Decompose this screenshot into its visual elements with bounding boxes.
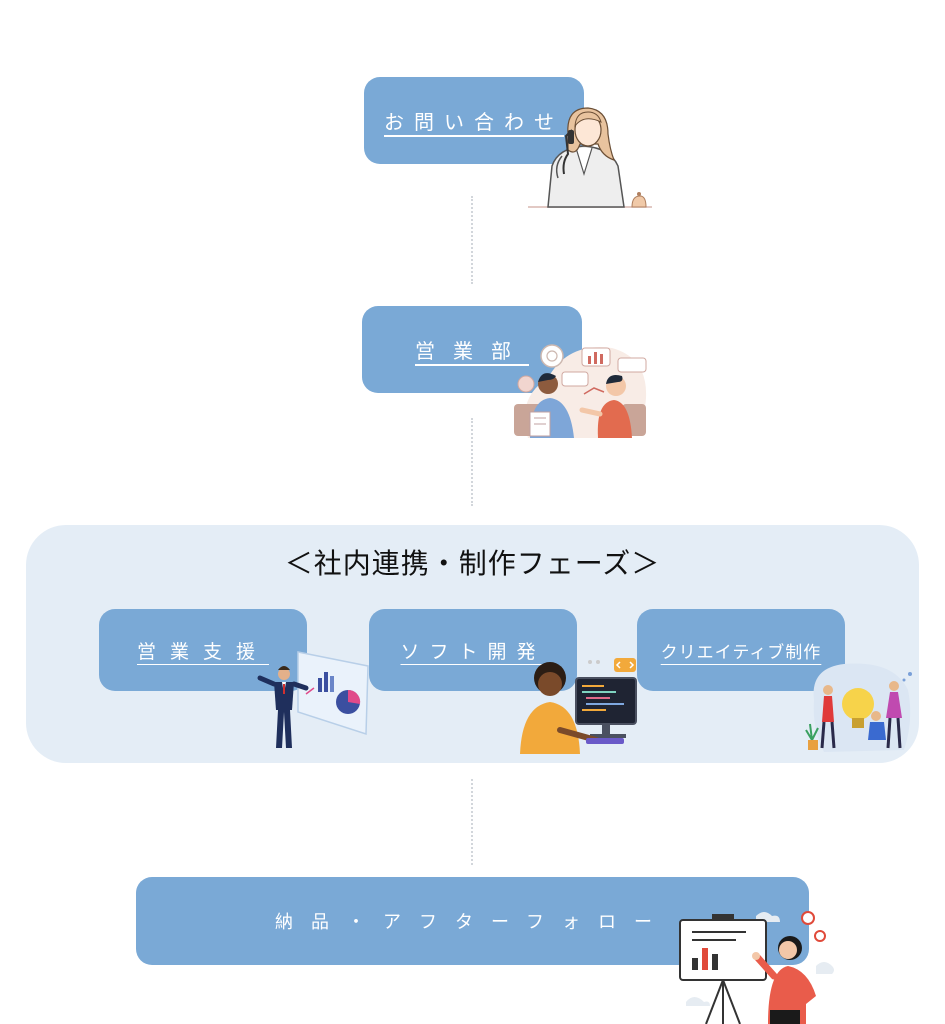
software-dev-button[interactable]: ソフト開発 — [369, 609, 577, 691]
creative-production-button[interactable]: クリエイティブ制作 — [637, 609, 845, 691]
delivery-aftercare-label: 納品・アフターフォロー — [275, 912, 670, 933]
connector-line — [471, 196, 473, 284]
programmer-illustration — [520, 658, 637, 754]
connector-line — [471, 779, 473, 865]
phase-title: ＜社内連携・制作フェーズ＞ — [284, 547, 661, 580]
sales-meeting-illustration — [514, 344, 647, 438]
phone-operator-illustration — [528, 107, 652, 208]
creative-production-label: クリエイティブ制作 — [660, 642, 822, 663]
presentation-illustration — [257, 651, 369, 748]
sales-support-button[interactable]: 営業支援 — [99, 609, 307, 691]
inquiry-button[interactable]: お問い合わせ — [364, 77, 584, 164]
sales-support-label: 営業支援 — [136, 640, 269, 663]
inquiry-label: お問い合わせ — [384, 110, 564, 134]
delivery-presenter-illustration — [679, 911, 834, 1024]
connector-line — [471, 418, 473, 506]
software-dev-label: ソフト開発 — [400, 640, 546, 663]
creative-team-illustration — [805, 663, 912, 752]
sales-label: 営業部 — [415, 339, 529, 363]
